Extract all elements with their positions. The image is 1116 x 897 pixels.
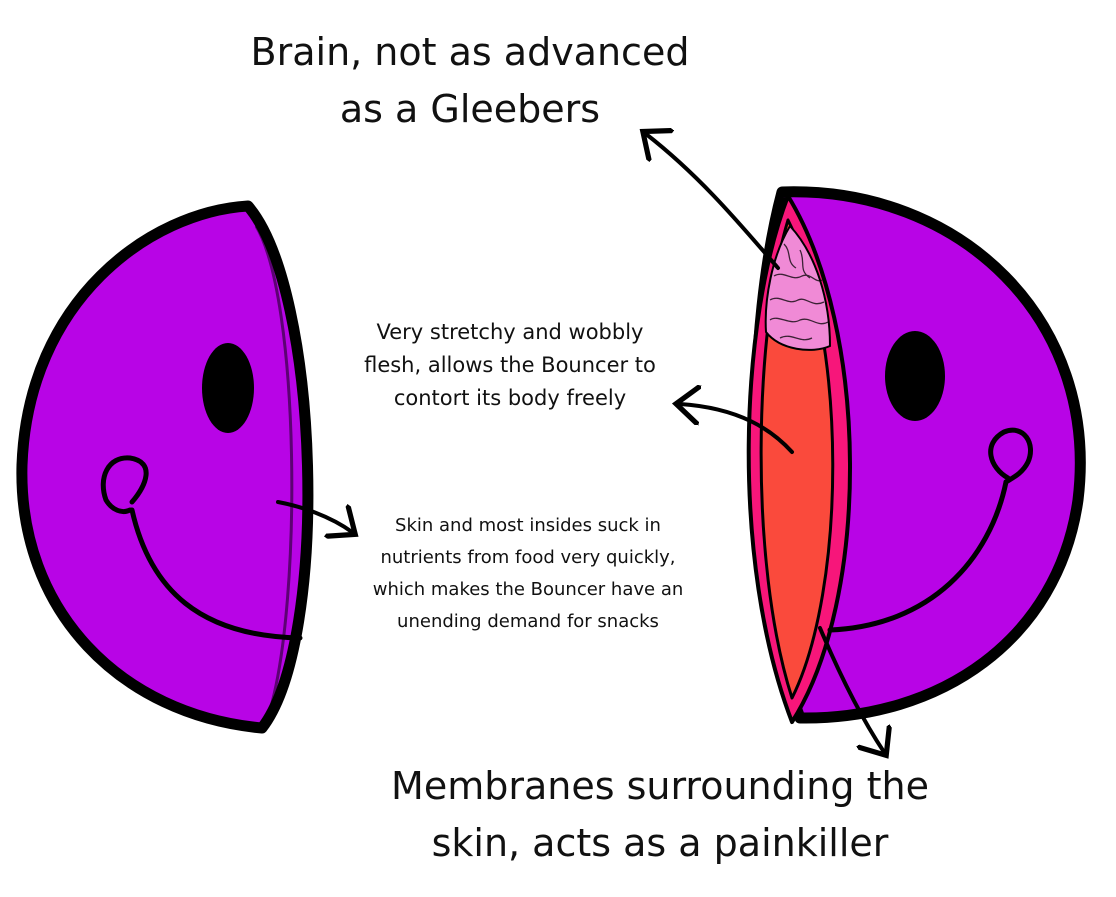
left-smile (129, 507, 303, 641)
arrow-to-brain-label (646, 134, 780, 270)
right-eye (885, 331, 945, 421)
right-cheek-curl-icon (988, 427, 1033, 485)
right-smile (827, 479, 1009, 633)
left-eye (202, 343, 254, 433)
skin-label: Skin and most insides suck in nutrients … (372, 515, 684, 632)
left-half-body (16, 200, 314, 734)
arrow-to-membrane-label (818, 626, 884, 752)
brain-folds (769, 243, 829, 341)
left-half (16, 200, 314, 734)
left-half-cut-edge-highlight (254, 225, 294, 711)
callout-arrows (276, 134, 884, 752)
brain-label: Brain, not as advanced as a Gleebers (250, 30, 690, 131)
right-half (746, 186, 1086, 724)
flesh-label: Very stretchy and wobbly flesh, allows t… (364, 320, 656, 410)
arrow-to-skin-label (276, 500, 352, 532)
membrane-label: Membranes surrounding the skin, acts as … (391, 764, 929, 865)
left-cheek-curl-icon (100, 455, 149, 515)
arrow-to-flesh-label (680, 404, 794, 454)
